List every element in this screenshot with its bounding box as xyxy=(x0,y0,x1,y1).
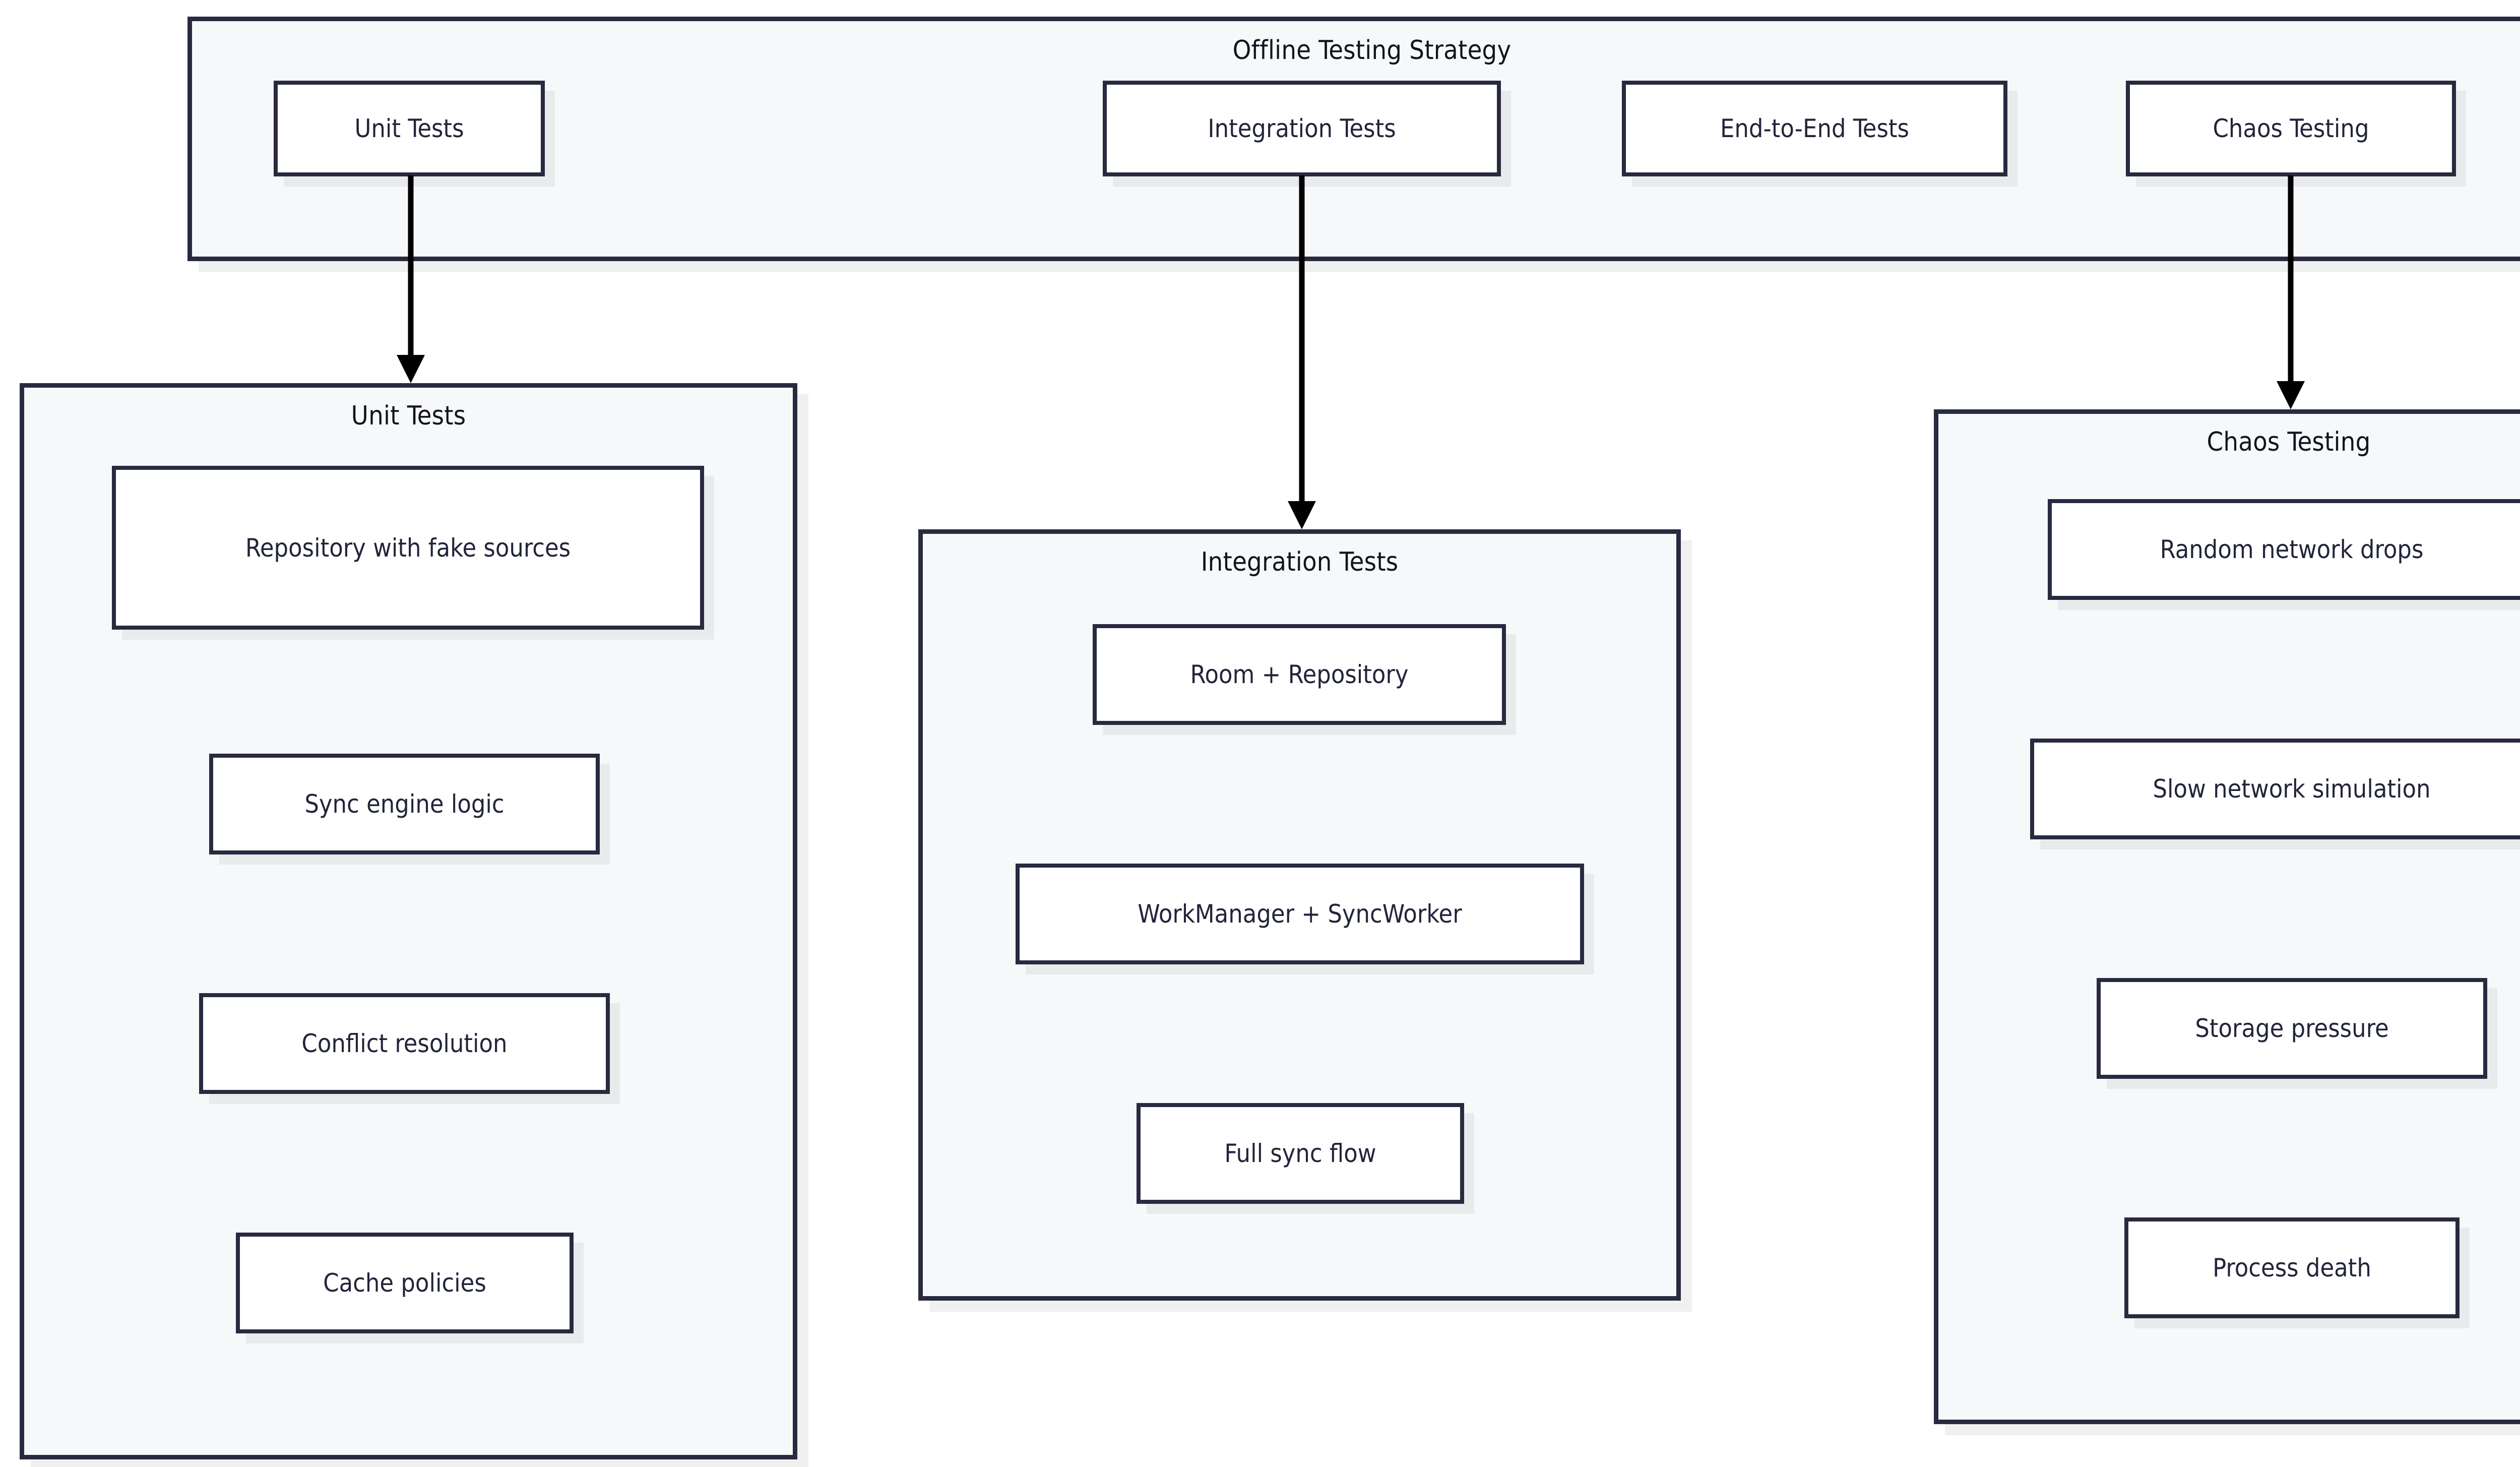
node-repository-with-fake-sources[interactable]: Repository with fake sources xyxy=(112,466,704,630)
node-slow-network-simulation[interactable]: Slow network simulation xyxy=(2030,739,2520,839)
node-unit-tests-top[interactable]: Unit Tests xyxy=(274,81,545,176)
cluster-title-unit-tests: Unit Tests xyxy=(351,401,466,431)
node-sync-engine-logic[interactable]: Sync engine logic xyxy=(209,754,600,854)
node-storage-pressure[interactable]: Storage pressure xyxy=(2097,978,2487,1079)
node-end-to-end-tests-top[interactable]: End-to-End Tests xyxy=(1622,81,2007,176)
node-room-plus-repository[interactable]: Room + Repository xyxy=(1093,624,1506,725)
node-conflict-resolution[interactable]: Conflict resolution xyxy=(199,993,610,1094)
node-process-death[interactable]: Process death xyxy=(2124,1217,2460,1318)
cluster-title-offline-testing-strategy: Offline Testing Strategy xyxy=(1232,35,1511,66)
node-chaos-testing-top[interactable]: Chaos Testing xyxy=(2126,81,2456,176)
node-random-network-drops[interactable]: Random network drops xyxy=(2048,499,2520,600)
node-full-sync-flow[interactable]: Full sync flow xyxy=(1137,1103,1464,1204)
node-cache-policies[interactable]: Cache policies xyxy=(236,1233,574,1333)
node-integration-tests-top[interactable]: Integration Tests xyxy=(1103,81,1501,176)
cluster-title-integration-tests: Integration Tests xyxy=(1201,547,1399,577)
cluster-title-chaos-testing: Chaos Testing xyxy=(2207,427,2371,457)
node-workmanager-plus-syncworker[interactable]: WorkManager + SyncWorker xyxy=(1016,864,1584,964)
